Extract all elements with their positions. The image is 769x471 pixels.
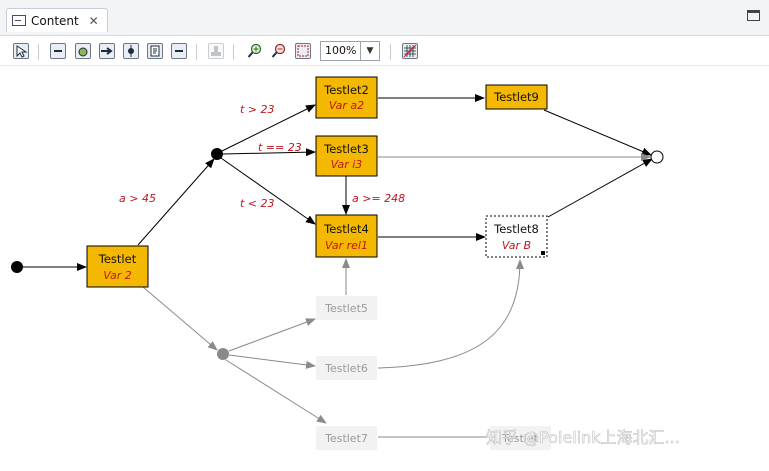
- node-name: Testlet8: [493, 222, 539, 236]
- node-testlet5[interactable]: Testlet5: [316, 296, 377, 320]
- node-name: Testlet7: [324, 432, 368, 445]
- add-junction-icon[interactable]: [123, 43, 139, 59]
- flow-diagram: Testlet Var 2 Testlet2 Var a2 Testlet3 V…: [11, 76, 680, 450]
- toolbar: 100% ▼: [0, 36, 769, 66]
- node-testlet9[interactable]: Testlet9: [485, 84, 548, 110]
- node-testlet2[interactable]: Testlet2 Var a2: [315, 76, 378, 119]
- edge-junction-testlet2[interactable]: [219, 104, 316, 153]
- tab-label: Content: [31, 14, 79, 28]
- condition-label: t > 23: [240, 103, 275, 116]
- edge-gray-junction-testlet7[interactable]: [225, 359, 327, 424]
- node-testlet8[interactable]: Testlet8 Var B: [485, 215, 548, 258]
- zoom-level-value: 100%: [325, 44, 357, 57]
- condition-label: t < 23: [240, 197, 275, 210]
- add-transition-icon[interactable]: [99, 43, 115, 59]
- node-testlet[interactable]: Testlet Var 2: [86, 245, 149, 288]
- zoom-in-icon[interactable]: [247, 43, 263, 59]
- zoom-out-icon[interactable]: [271, 43, 287, 59]
- node-name: Testlet2: [323, 83, 369, 97]
- gray-junction-node[interactable]: [217, 348, 229, 360]
- edge-junction-testlet4[interactable]: [220, 157, 316, 225]
- condition-label: a > 45: [119, 192, 156, 205]
- maximize-icon[interactable]: [747, 10, 760, 21]
- stamp-icon[interactable]: [208, 43, 224, 59]
- add-testlet-icon[interactable]: [50, 43, 66, 59]
- grid-toggle-icon[interactable]: [402, 43, 418, 59]
- condition-label: t == 23: [258, 141, 302, 154]
- edge-testlet-junction[interactable]: [137, 158, 215, 246]
- toolbar-separator: [38, 44, 39, 60]
- chevron-down-icon[interactable]: ▼: [360, 42, 379, 60]
- tab-content[interactable]: Content ✕: [6, 8, 108, 32]
- node-variable: Var B: [502, 239, 531, 252]
- edge-testlet-gray-junction[interactable]: [142, 286, 218, 351]
- add-loop-icon[interactable]: [75, 43, 91, 59]
- node-name: Testlet5: [324, 302, 368, 315]
- edge-testlet8-end[interactable]: [547, 158, 653, 218]
- node-testlet6[interactable]: Testlet6: [316, 356, 377, 380]
- close-icon[interactable]: ✕: [88, 14, 99, 28]
- flow-canvas[interactable]: Testlet Var 2 Testlet2 Var a2 Testlet3 V…: [0, 67, 769, 467]
- edge-gray-junction-testlet6[interactable]: [228, 354, 316, 369]
- condition-label: a >= 248: [352, 192, 405, 205]
- junction-node[interactable]: [211, 148, 223, 160]
- end-node[interactable]: [650, 150, 664, 164]
- node-testlet4[interactable]: Testlet4 Var rel1: [315, 214, 378, 258]
- add-line-icon[interactable]: [171, 43, 187, 59]
- toolbar-separator: [196, 44, 197, 60]
- node-testlet-partial[interactable]: Testlet: [490, 426, 551, 450]
- node-name: Testlet: [501, 432, 538, 445]
- select-tool-icon[interactable]: [13, 43, 29, 59]
- node-variable: Var a2: [329, 99, 364, 112]
- node-name: Testlet3: [323, 142, 369, 156]
- node-name: Testlet: [98, 252, 137, 266]
- editor-tab-bar: Content ✕: [0, 0, 769, 36]
- zoom-level-select[interactable]: 100% ▼: [320, 41, 380, 61]
- node-name: Testlet9: [493, 90, 539, 104]
- node-variable: Var 2: [103, 269, 132, 282]
- edge-testlet9-end[interactable]: [543, 109, 652, 156]
- node-name: Testlet4: [323, 222, 369, 236]
- edge-testlet6-testlet8[interactable]: [377, 259, 524, 369]
- start-node[interactable]: [11, 261, 23, 273]
- edge-junction-testlet3[interactable]: [222, 148, 316, 157]
- node-variable: Var i3: [331, 158, 363, 171]
- node-testlet3[interactable]: Testlet3 Var i3: [315, 135, 378, 177]
- content-tab-icon: [12, 15, 26, 26]
- node-testlet7[interactable]: Testlet7: [316, 426, 377, 450]
- edge-gray-junction-testlet5[interactable]: [228, 318, 316, 352]
- node-variable: Var rel1: [325, 239, 368, 252]
- node-name: Testlet6: [324, 362, 368, 375]
- watermark: 知乎 @Polelink上海北汇...: [486, 428, 680, 447]
- fit-to-window-icon[interactable]: [295, 43, 311, 59]
- add-note-icon[interactable]: [147, 43, 163, 59]
- toolbar-separator: [233, 44, 234, 60]
- toolbar-separator: [390, 44, 391, 60]
